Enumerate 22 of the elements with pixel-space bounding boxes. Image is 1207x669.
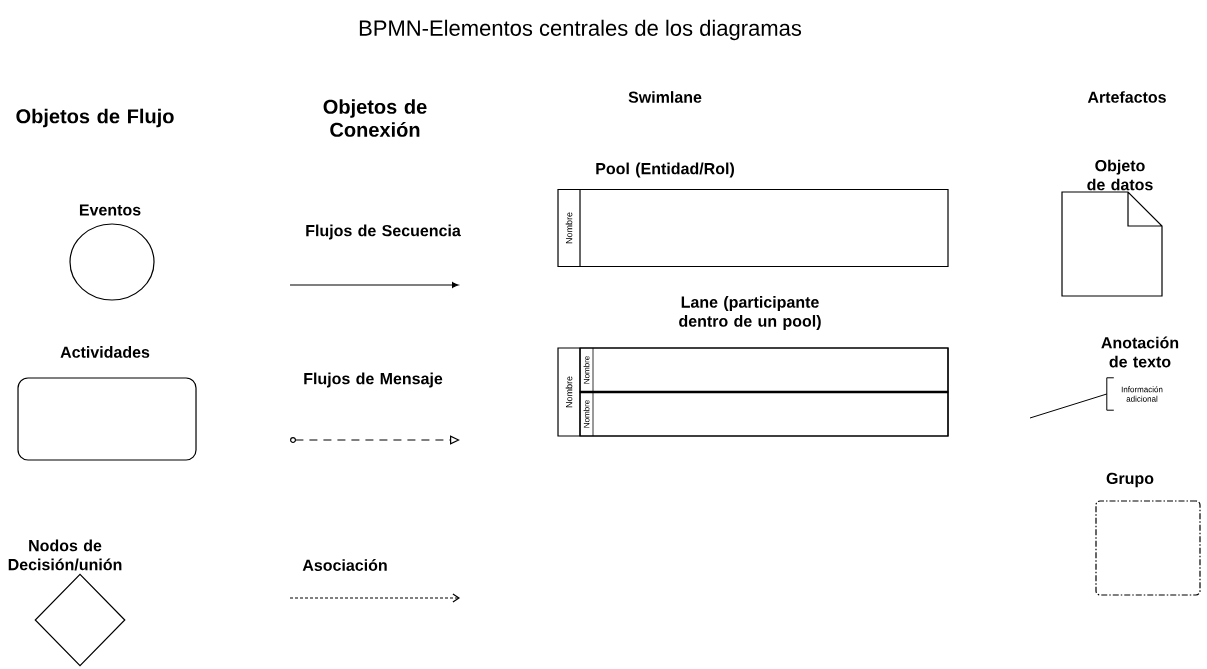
lane-name: Nombre [565,212,573,244]
column-heading: Swimlane [628,91,702,103]
column-heading: Artefactos [1087,91,1166,103]
shape-label: Eventos [79,204,141,216]
shape-label: Grupo [1106,472,1154,488]
connector-name: Flujos de Secuencia [306,224,461,240]
pool-heading: Lane (participante dentro de un pool) [679,296,821,330]
shape-label: Nodos de Decisión/unión [8,539,122,571]
column-heading: Objetos de Flujo [16,108,174,128]
column-heading: Objetos de Conexión [323,99,427,137]
shape-label: Anotación de texto [1101,336,1179,368]
title: BPMN-Elementos centrales de los diagramas [359,19,802,41]
shape-label: Actividades [60,346,150,358]
pool-heading: Pool (Entidad/Rol) [596,162,734,178]
lane-name: Nombre [583,356,590,384]
text-annotation: Información adicional [1106,377,1163,411]
association-line [1029,393,1108,419]
connector-name: Flujos de Mensaje [304,372,443,388]
shape-label: Objeto de datos [1087,159,1153,191]
lane-name: Nombre [565,376,573,408]
lane-name: Nombre [583,400,590,428]
connector-name: Asociación [302,559,387,571]
